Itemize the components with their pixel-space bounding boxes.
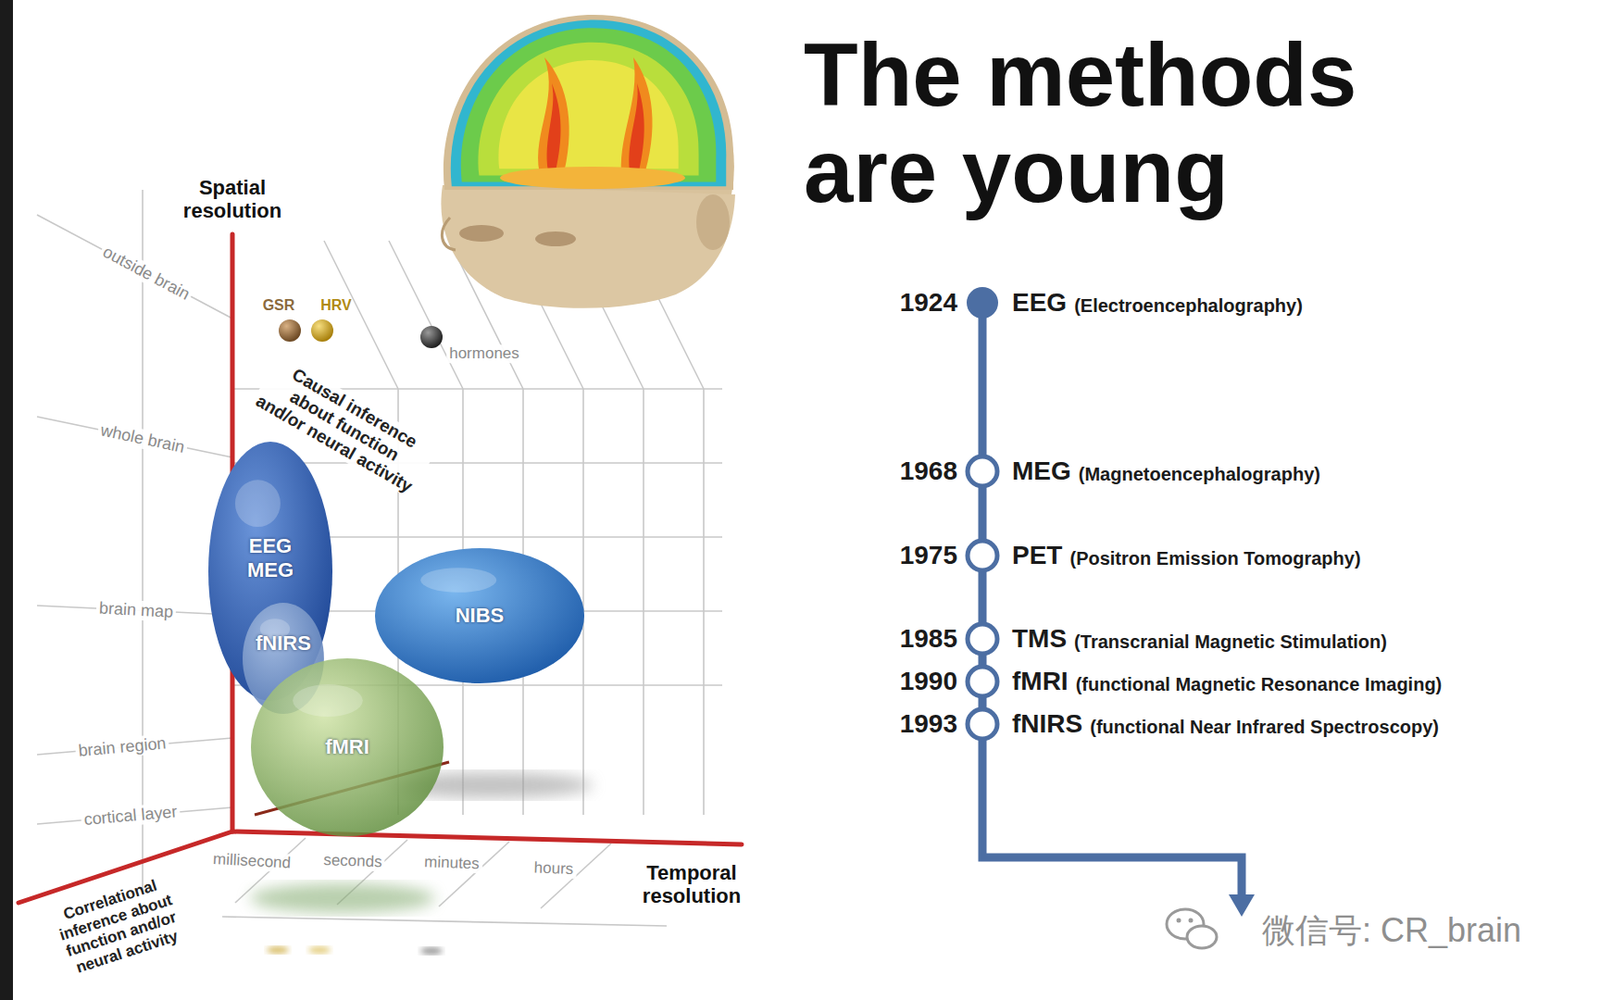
- timeline-dot: [967, 624, 998, 654]
- method-label: fMRI: [325, 735, 370, 760]
- grid-line: [324, 240, 399, 389]
- grid-line: [37, 214, 233, 319]
- scale-label: whole brain: [96, 420, 189, 459]
- white-matter: [500, 166, 686, 189]
- timeline-dot: [966, 287, 999, 319]
- ellipse-highlight: [292, 684, 363, 717]
- timeline-dot: [967, 709, 998, 739]
- shadow: [420, 947, 443, 955]
- method-fullname: (Electroencephalography): [1074, 295, 1303, 317]
- timeline-year: 1924: [900, 287, 958, 318]
- gsr-sphere: [278, 319, 301, 342]
- wechat-icon: [1166, 909, 1217, 949]
- ear: [696, 194, 730, 250]
- scale-label: millisecond: [210, 850, 295, 873]
- scale-label: cortical layer: [80, 801, 181, 830]
- grid-line: [582, 388, 585, 815]
- ellipse-body: [375, 548, 585, 684]
- axis-title: Temporal resolution: [622, 861, 762, 909]
- white-matter: [621, 57, 653, 181]
- axes: [18, 234, 742, 903]
- hormone-sphere: [420, 325, 443, 349]
- method-name: EEG: [1012, 287, 1067, 318]
- icon-bubble: [1187, 925, 1217, 949]
- temporal-axis: [232, 831, 742, 845]
- method-name: PET: [1012, 540, 1063, 571]
- method-label: fNIRS: [255, 631, 312, 656]
- grid-line: [222, 916, 667, 926]
- ellipse-highlight: [420, 567, 497, 593]
- icon-dot: [1188, 918, 1194, 924]
- timeline-year: 1993: [900, 709, 958, 739]
- nose: [441, 217, 456, 250]
- method-name: TMS: [1012, 624, 1067, 654]
- timeline-year: 1975: [900, 540, 958, 571]
- grid-line: [642, 388, 645, 815]
- method-label: NIBS: [455, 603, 505, 628]
- brain-layer: [450, 20, 727, 188]
- timeline-arrow: [1228, 894, 1255, 917]
- slide-title: The methods are young: [803, 26, 1471, 220]
- scale-label: seconds: [320, 850, 386, 872]
- eye: [535, 231, 576, 247]
- timeline-year: 1968: [900, 456, 958, 487]
- timeline-line: [982, 302, 1242, 900]
- scale-label: brain region: [75, 733, 170, 761]
- timeline-year: 1985: [900, 624, 958, 654]
- scale-label: outside brain: [97, 240, 196, 305]
- timeline: [966, 287, 1255, 917]
- shadow: [266, 946, 289, 954]
- timeline-dot: [967, 456, 998, 487]
- method-fullname: (Magnetoencephalography): [1078, 463, 1321, 486]
- white-matter: [628, 83, 644, 172]
- scale-label: minutes: [421, 852, 483, 874]
- method-fullname: (Positron Emission Tomography): [1069, 548, 1361, 570]
- method-name: fMRI: [1012, 666, 1069, 697]
- head-illustration: [440, 14, 736, 309]
- grid-line: [37, 416, 233, 458]
- scale-label: hours: [530, 858, 576, 878]
- method-ellipse: NIBS: [374, 547, 586, 685]
- icon-dot: [1176, 918, 1182, 924]
- ellipse-highlight: [235, 479, 281, 527]
- white-matter: [547, 83, 562, 172]
- eye: [459, 225, 504, 242]
- method-name: fNIRS: [1012, 709, 1083, 739]
- timeline-dot: [967, 540, 998, 571]
- grid-line: [702, 388, 705, 815]
- white-matter: [537, 57, 570, 181]
- grid-line: [141, 189, 144, 894]
- timeline-dot: [967, 666, 998, 697]
- measure-label: GSR: [262, 297, 296, 314]
- hrv-sphere: [311, 319, 334, 342]
- brain-layer: [461, 27, 717, 182]
- method-fullname: (functional Magnetic Resonance Imaging): [1075, 674, 1443, 696]
- axis-title: Spatial resolution: [167, 175, 298, 224]
- face: [440, 185, 736, 309]
- method-fullname: (Transcranial Magnetic Stimulation): [1074, 631, 1388, 653]
- scale-label: brain map: [95, 598, 176, 622]
- shadow: [250, 883, 436, 913]
- brain-layer: [478, 42, 700, 176]
- grid-line: [438, 841, 510, 907]
- skull-cut: [443, 14, 734, 190]
- timeline-year: 1990: [900, 666, 958, 697]
- method-label: EEG MEG: [237, 534, 303, 584]
- grid-line: [232, 462, 723, 464]
- grid-line: [388, 240, 463, 389]
- watermark: 微信号: CR_brain: [1259, 911, 1525, 950]
- measure-label: hormones: [446, 344, 523, 363]
- axis-title: Correlational inference about function a…: [41, 870, 197, 983]
- method-name: MEG: [1012, 456, 1072, 487]
- measure-label: HRV: [320, 297, 352, 314]
- method-fullname: (functional Near Infrared Spectroscopy): [1089, 716, 1439, 738]
- ellipse-body: [250, 658, 444, 837]
- left-border: [0, 0, 13, 1000]
- shadow: [308, 946, 331, 954]
- method-ellipse: fMRI: [250, 657, 445, 838]
